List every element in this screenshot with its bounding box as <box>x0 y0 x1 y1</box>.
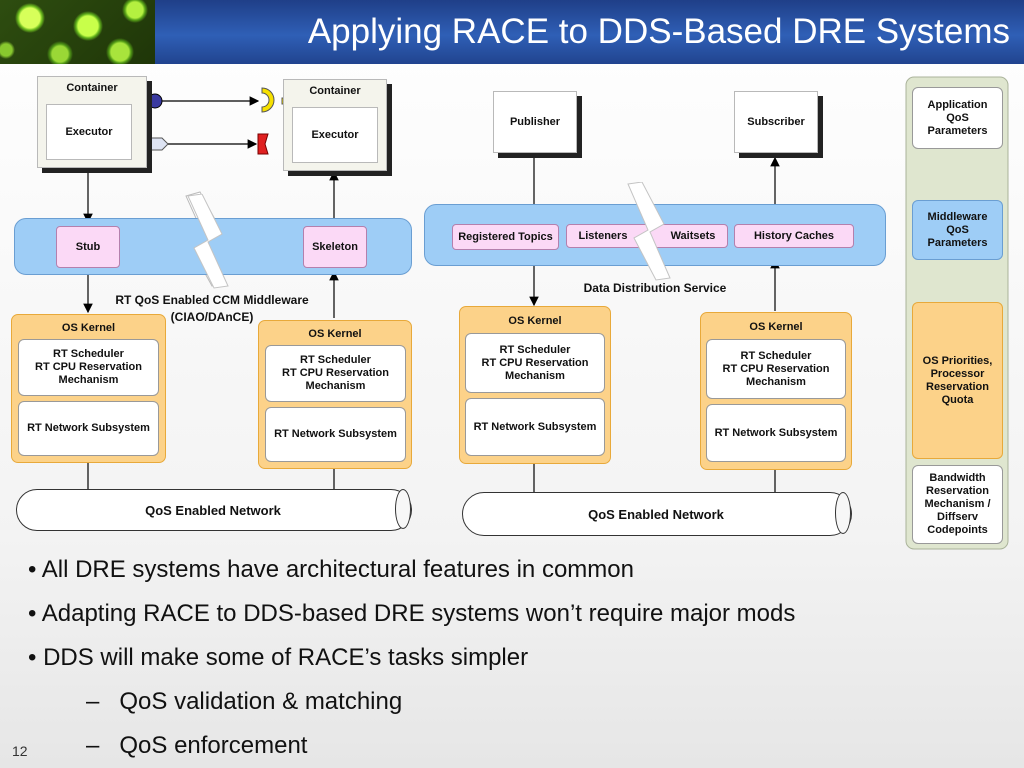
container-label: Container <box>309 84 361 97</box>
facet-port-icon <box>147 93 163 109</box>
sched-line: Mechanism <box>505 369 565 382</box>
rt-scheduler-box: RT Scheduler RT CPU Reservation Mechanis… <box>706 339 846 399</box>
dash-icon: – <box>86 688 100 715</box>
event-port-icon <box>147 137 169 151</box>
bullet-text: Adapting RACE to DDS-based DRE systems w… <box>41 600 796 627</box>
os-kernel-4: OS Kernel RT Scheduler RT CPU Reservatio… <box>700 312 852 470</box>
param-line: Bandwidth <box>929 472 986 484</box>
bullet-item: • All DRE systems have architectural fea… <box>28 548 795 592</box>
param-line: Parameters <box>927 124 988 137</box>
bullet-list: • All DRE systems have architectural fea… <box>28 548 795 768</box>
middleware-label: RT QoS Enabled CCM Middleware <box>115 292 309 307</box>
container-right: Container Executor <box>283 79 387 171</box>
bullet-item: • DDS will make some of RACE’s tasks sim… <box>28 636 795 680</box>
os-kernel-2: OS Kernel RT Scheduler RT CPU Reservatio… <box>258 320 412 469</box>
bullet-icon: • <box>28 600 37 627</box>
dds-label: Data Distribution Service <box>583 280 727 295</box>
bullet-icon: • <box>28 644 37 671</box>
sched-line: Mechanism <box>58 374 119 386</box>
rt-network-box: RT Network Subsystem <box>465 398 605 456</box>
qos-network-right: QoS Enabled Network <box>462 492 852 536</box>
publisher-box: Publisher <box>493 91 577 153</box>
history-caches-box: History Caches <box>734 224 854 248</box>
event-sink-icon <box>257 133 269 155</box>
network-label: QoS Enabled Network <box>145 502 281 518</box>
logo-image <box>0 0 155 64</box>
waitsets-label: Waitsets <box>670 229 716 242</box>
sub-bullet-item: – QoS enforcement <box>28 724 795 768</box>
os-kernel-3: OS Kernel RT Scheduler RT CPU Reservatio… <box>459 306 611 464</box>
param-line: Parameters <box>927 236 988 249</box>
dash-icon: – <box>86 732 100 759</box>
rt-scheduler-box: RT Scheduler RT CPU Reservation Mechanis… <box>18 339 159 396</box>
param-line: Diffserv <box>937 511 978 523</box>
container-label: Container <box>66 81 118 94</box>
executor-box: Executor <box>46 104 132 160</box>
param-line: Reservation <box>926 485 989 497</box>
zigzag-break-icon <box>627 182 671 281</box>
pipe-end-icon <box>835 492 851 534</box>
os-kernel-title: OS Kernel <box>308 327 362 340</box>
application-qos-box: Application QoS Parameters <box>912 87 1003 149</box>
qos-network-left: QoS Enabled Network <box>16 489 412 531</box>
sched-line: RT CPU Reservation <box>282 367 389 379</box>
os-parameters-box: OS Priorities, Processor Reservation Quo… <box>912 302 1003 459</box>
param-line: QoS <box>946 223 969 236</box>
param-line: Reservation <box>926 380 989 393</box>
sched-line: RT Scheduler <box>53 348 124 360</box>
executor-box: Executor <box>292 107 378 163</box>
os-kernel-title: OS Kernel <box>61 321 116 334</box>
network-label: QoS Enabled Network <box>588 506 724 522</box>
sched-line: RT CPU Reservation <box>481 356 589 369</box>
middleware-sublabel: (CIAO/DAnCE) <box>170 309 254 324</box>
os-kernel-title: OS Kernel <box>508 314 562 327</box>
rt-scheduler-box: RT Scheduler RT CPU Reservation Mechanis… <box>265 345 406 402</box>
sched-line: RT CPU Reservation <box>35 361 142 373</box>
rt-network-box: RT Network Subsystem <box>706 404 846 462</box>
param-line: OS Priorities, <box>922 354 993 367</box>
param-line: QoS <box>946 111 969 124</box>
param-line: Processor <box>930 367 985 380</box>
param-line: Application <box>927 98 988 111</box>
receptacle-port-icon <box>261 87 275 113</box>
bullet-item: • Adapting RACE to DDS-based DRE systems… <box>28 592 795 636</box>
sched-line: RT Scheduler <box>740 349 812 362</box>
param-line: Mechanism / <box>924 498 991 510</box>
sched-line: RT Scheduler <box>499 343 571 356</box>
sched-line: Mechanism <box>746 375 806 388</box>
zigzag-break-icon <box>187 194 229 289</box>
subscriber-box: Subscriber <box>734 91 818 153</box>
param-line: Codepoints <box>927 524 988 536</box>
bullet-icon: • <box>28 556 37 583</box>
bullet-text: All DRE systems have architectural featu… <box>41 556 634 583</box>
rt-scheduler-box: RT Scheduler RT CPU Reservation Mechanis… <box>465 333 605 393</box>
slide-title: Applying RACE to DDS-Based DRE Systems <box>307 12 1010 51</box>
bullet-text: DDS will make some of RACE’s tasks simpl… <box>43 644 529 671</box>
middleware-qos-box: Middleware QoS Parameters <box>912 200 1003 260</box>
bandwidth-box: Bandwidth Reservation Mechanism / Diffse… <box>912 465 1003 544</box>
param-line: Middleware <box>927 210 988 223</box>
rt-network-box: RT Network Subsystem <box>265 407 406 462</box>
sched-line: Mechanism <box>305 380 366 392</box>
slide-number: 12 <box>12 743 28 759</box>
os-kernel-title: OS Kernel <box>749 320 803 333</box>
sub-bullet-item: – QoS validation & matching <box>28 680 795 724</box>
skeleton-box: Skeleton <box>303 226 367 268</box>
os-kernel-1: OS Kernel RT Scheduler RT CPU Reservatio… <box>11 314 166 463</box>
stub-box: Stub <box>56 226 120 268</box>
param-line: Quota <box>941 393 974 406</box>
sched-line: RT Scheduler <box>300 354 371 366</box>
sched-line: RT CPU Reservation <box>722 362 830 375</box>
pipe-end-icon <box>395 489 411 529</box>
sub-bullet-text: QoS enforcement <box>119 732 308 759</box>
rt-network-box: RT Network Subsystem <box>18 401 159 456</box>
registered-topics-box: Registered Topics <box>452 224 559 250</box>
listeners-label: Listeners <box>578 229 628 242</box>
sub-bullet-text: QoS validation & matching <box>119 688 403 715</box>
title-bar <box>0 0 1024 64</box>
container-left: Container Executor <box>37 76 147 168</box>
